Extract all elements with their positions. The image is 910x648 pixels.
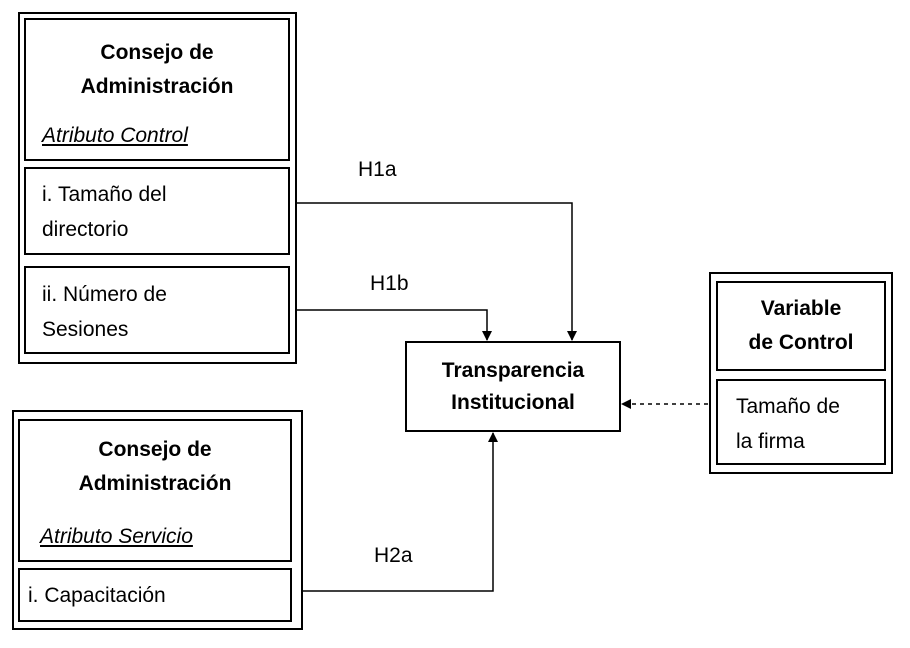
training-label: i. Capacitación [28,584,166,607]
control-attribute-header: Consejo de Administración Atributo Contr… [24,18,290,161]
service-item-training: i. Capacitación [18,568,292,622]
h1b-label: H1b [370,272,409,295]
h1a-label: H1a [358,158,397,181]
control-variable-item-firm-size: Tamaño de la firma [716,379,886,465]
control-group-subtitle: Atributo Control [42,124,188,147]
institutional-transparency-box: Transparencia Institucional [405,341,621,432]
firm-size-label: Tamaño de la firma [736,395,840,453]
control-item-board-size: i. Tamaño del directorio [24,167,290,255]
control-group-title: Consejo de Administración [80,41,234,98]
service-attribute-header: Consejo de Administración Atributo Servi… [18,419,292,562]
sessions-label: ii. Número de Sesiones [42,283,167,341]
control-item-sessions: ii. Número de Sesiones [24,266,290,354]
h1b-arrow [289,309,492,341]
control-variable-header: Variable de Control [716,281,886,371]
board-size-label: i. Tamaño del directorio [42,183,167,241]
service-group-title: Consejo de Administración [78,438,232,495]
institutional-transparency-title: Transparencia Institucional [441,358,585,414]
h2a-arrow [289,432,498,592]
h2a-label: H2a [374,544,413,567]
service-group-subtitle: Atributo Servicio [40,525,193,548]
h1a-arrow [289,202,577,341]
control-variable-title: Variable de Control [748,297,854,354]
